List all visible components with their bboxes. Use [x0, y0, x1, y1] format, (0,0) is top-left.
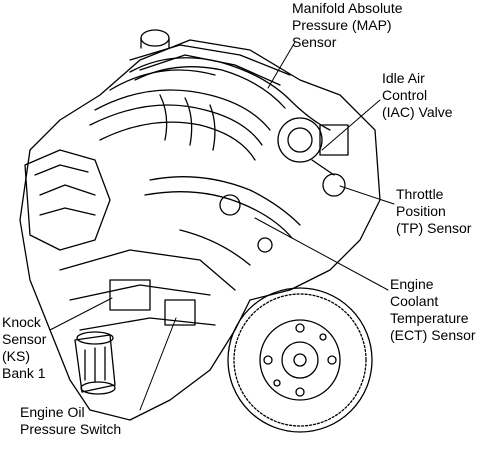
lower-block: [59, 249, 236, 331]
valve-cover-left: [24, 149, 111, 251]
wiring-harness: [129, 57, 331, 131]
map-label-line-2: Pressure (MAP): [292, 17, 392, 33]
tp-leader: [339, 185, 395, 205]
map-leader: [267, 41, 296, 89]
leader-lines: [49, 41, 395, 411]
knock-sensor-label: Knock Sensor (KS) Bank 1: [2, 314, 46, 382]
flywheel: [227, 287, 373, 433]
iac-label-line-2: Control: [382, 87, 428, 103]
oil-leader: [139, 317, 177, 411]
tp-label-line-1: Throttle: [396, 186, 444, 202]
ks-label-line-3: (KS): [2, 348, 30, 364]
oil-label-line-1: Engine Oil: [20, 404, 85, 420]
map-sensor-label: Manifold Absolute Pressure (MAP) Sensor: [292, 0, 403, 51]
map-label-line-1: Manifold Absolute: [292, 0, 403, 16]
engine-block-outline: [19, 39, 381, 421]
oil-label-line-2: Pressure Switch: [20, 421, 122, 437]
ect-label-line-1: Engine: [390, 276, 434, 292]
tp-label-line-3: (TP) Sensor: [396, 220, 472, 236]
coolant-plumbing: [144, 176, 301, 266]
ect-sensor-label: Engine Coolant Temperature (ECT) Sensor: [390, 276, 476, 344]
intake-manifold: [89, 69, 271, 161]
ks-label-line-4: Bank 1: [2, 365, 46, 381]
tp-label-line-2: Position: [396, 203, 446, 219]
ect-label-line-4: (ECT) Sensor: [390, 327, 476, 343]
upper-plenum: [129, 29, 291, 86]
ks-leader: [49, 297, 113, 331]
map-label-line-3: Sensor: [292, 34, 337, 50]
ect-leader: [254, 217, 389, 291]
iac-leader: [321, 99, 381, 151]
tp-sensor-label: Throttle Position (TP) Sensor: [396, 186, 471, 237]
iac-label-line-1: Idle Air: [382, 70, 425, 86]
ect-label-line-3: Temperature: [390, 310, 469, 326]
oil-pressure-switch-label: Engine Oil Pressure Switch: [20, 404, 121, 438]
iac-valve-label: Idle Air Control (IAC) Valve: [382, 70, 453, 121]
ks-label-line-1: Knock: [2, 314, 41, 330]
iac-label-line-3: (IAC) Valve: [382, 104, 453, 120]
throttle-body: [277, 117, 349, 197]
ect-label-line-2: Coolant: [390, 293, 439, 309]
ks-label-line-2: Sensor: [2, 331, 47, 347]
oil-filter: [74, 331, 116, 395]
